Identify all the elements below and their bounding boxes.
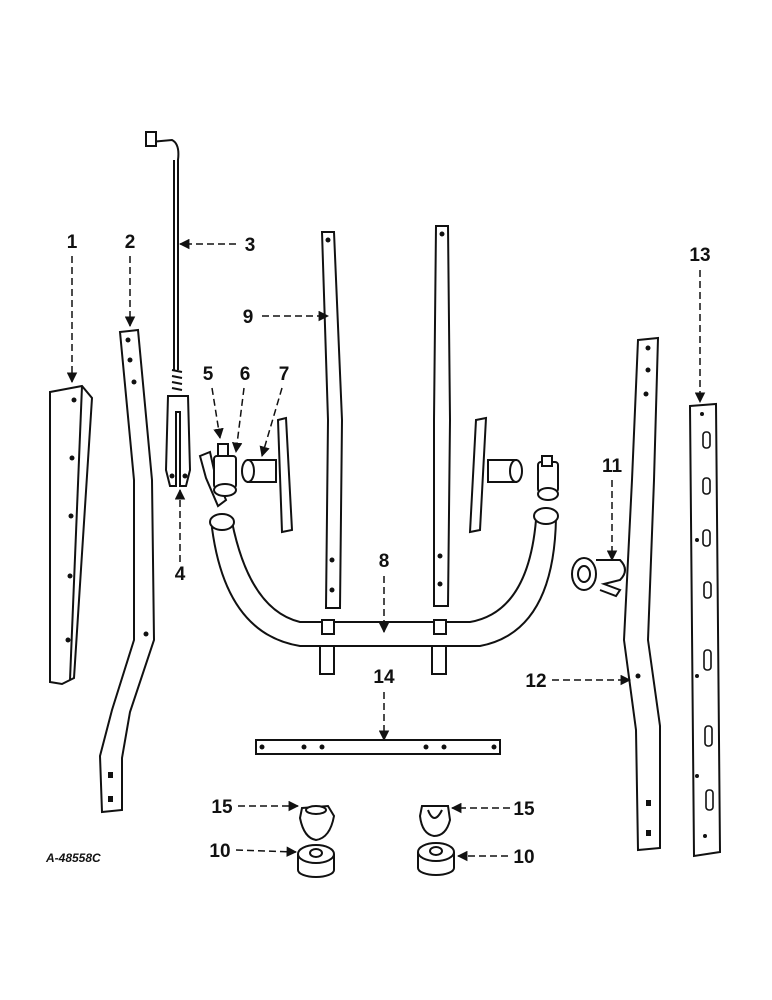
part-15-bracket-left xyxy=(298,804,336,842)
callout-11: 11 xyxy=(602,456,623,477)
part-9-bar-left xyxy=(320,231,344,609)
part-10-spacer-left xyxy=(297,844,335,878)
part-7-pivot-right xyxy=(468,416,523,534)
callout-3: 3 xyxy=(245,235,256,256)
callout-5: 5 xyxy=(203,364,214,385)
part-10-spacer-right xyxy=(417,842,455,876)
callout-12: 12 xyxy=(525,671,546,692)
part-2-curved-strip xyxy=(98,328,156,814)
part-6-block xyxy=(213,455,237,497)
part-12-strip xyxy=(622,336,661,852)
part-3-rod xyxy=(145,131,183,391)
part-15-bracket-right xyxy=(418,805,452,838)
callout-13: 13 xyxy=(689,245,710,266)
drawing-id: A-48558C xyxy=(45,851,101,865)
leader-lines xyxy=(66,238,706,862)
callout-15-left: 15 xyxy=(211,797,233,818)
callout-6: 6 xyxy=(240,364,251,385)
part-9-bar-right xyxy=(433,225,452,607)
part-1-angle-strip xyxy=(49,384,94,686)
callout-14: 14 xyxy=(373,667,395,688)
callout-9: 9 xyxy=(243,307,254,328)
callout-7: 7 xyxy=(279,364,290,385)
callout-2: 2 xyxy=(125,232,136,253)
callout-4: 4 xyxy=(175,564,186,585)
part-8-u-frame xyxy=(209,507,559,675)
part-7-pivot-left xyxy=(241,416,294,534)
part-11-spring-clip xyxy=(571,557,626,598)
part-14-flat-bar xyxy=(255,739,501,755)
callout-15-right: 15 xyxy=(513,799,535,820)
callout-1: 1 xyxy=(67,232,78,253)
part-4-clevis xyxy=(164,395,192,487)
callout-10-right: 10 xyxy=(513,847,534,868)
callout-10-left: 10 xyxy=(209,841,230,862)
part-13-slotted-strip xyxy=(688,402,722,858)
part-6-block-right xyxy=(537,455,559,501)
callout-8: 8 xyxy=(379,551,390,572)
